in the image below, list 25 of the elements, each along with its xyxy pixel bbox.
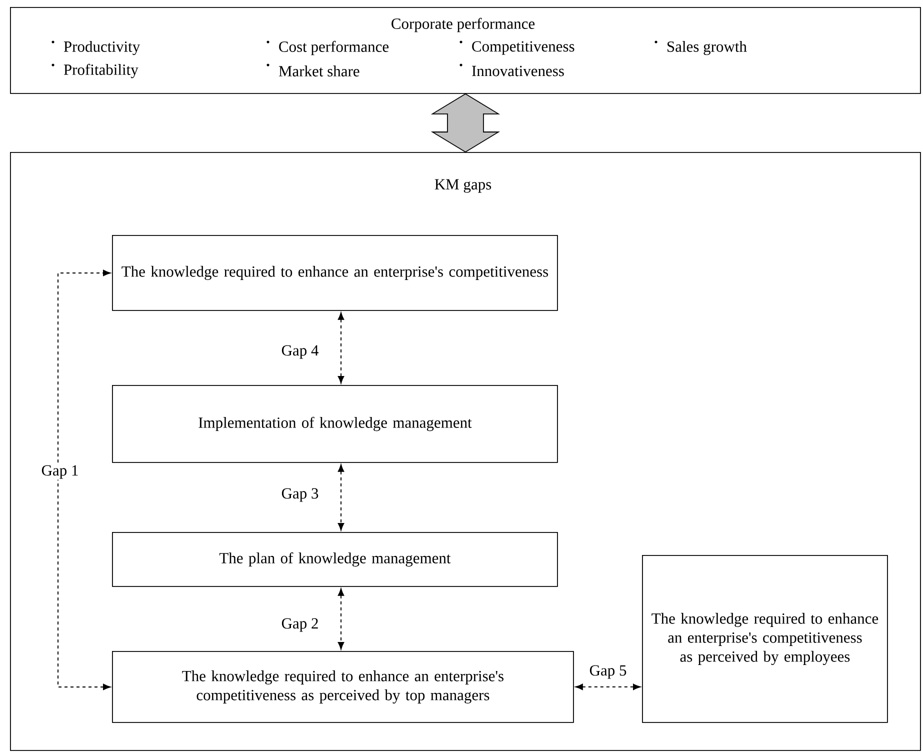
arrow bbox=[575, 684, 641, 690]
heading: Corporate performance bbox=[392, 18, 535, 32]
list-item: Profitability bbox=[52, 64, 138, 78]
edge-label: Gap 5 bbox=[588, 664, 628, 680]
process-box: The plan of knowledge management bbox=[112, 532, 558, 587]
edge-label: Gap 3 bbox=[280, 487, 320, 503]
list-item: Market share bbox=[266, 64, 360, 76]
heading: KM gaps bbox=[434, 179, 492, 193]
list-item: Competitiveness bbox=[460, 40, 574, 55]
edge-label: Gap 2 bbox=[280, 617, 320, 633]
arrow bbox=[338, 588, 344, 650]
double-arrow bbox=[430, 93, 500, 153]
edge-label: Gap 1 bbox=[40, 464, 80, 480]
arrow bbox=[338, 312, 344, 384]
arrow bbox=[338, 464, 344, 531]
list-item: Sales growth bbox=[654, 40, 747, 56]
edge-label: Gap 4 bbox=[280, 344, 320, 360]
process-box: The knowledge required to enhance an enterprise's competitiveness as perceived by employees bbox=[642, 555, 888, 723]
process-box: Implementation of knowledge management bbox=[112, 385, 558, 463]
list-item: Cost performance bbox=[266, 40, 389, 56]
arrow bbox=[58, 270, 110, 690]
list-item: Productivity bbox=[52, 40, 140, 56]
list-item: Innovativeness bbox=[460, 64, 564, 76]
process-box: The knowledge required to enhance an enterprise's competitiveness as perceived by top managers bbox=[112, 651, 574, 723]
process-box: The knowledge required to enhance an enterprise's competitiveness bbox=[112, 235, 558, 311]
